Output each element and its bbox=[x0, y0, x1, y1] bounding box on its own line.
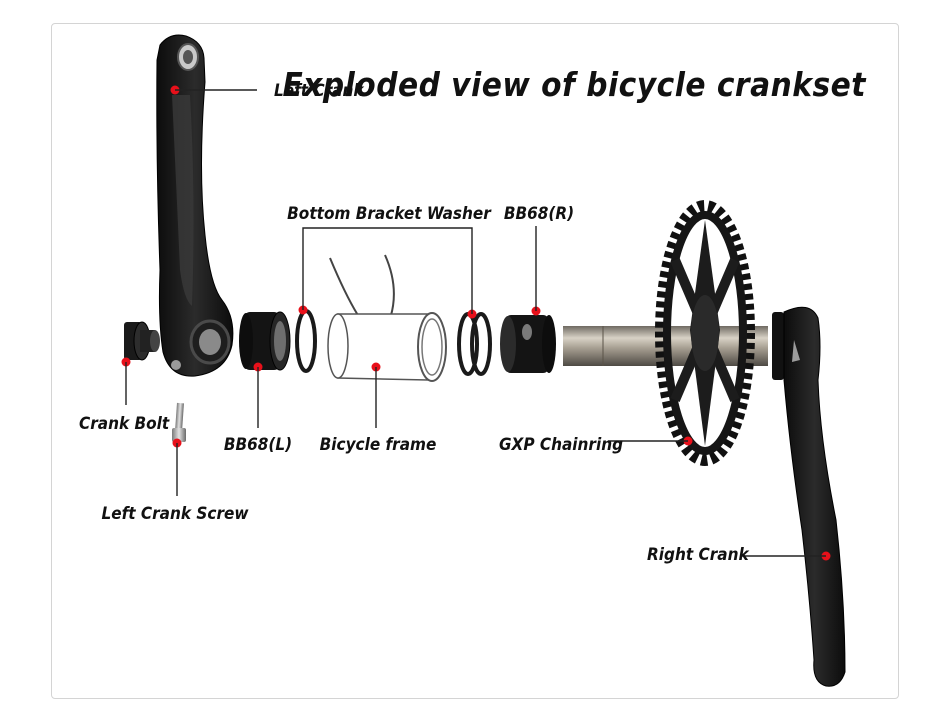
label-bottom-bracket-washer: Bottom Bracket Washer bbox=[287, 204, 492, 224]
bb-washer-left-part bbox=[295, 305, 317, 373]
diagram-title: Exploded view of bicycle crankset bbox=[282, 65, 867, 104]
leader-bb-washer bbox=[302, 227, 473, 314]
label-left-crank-screw: Left Crank Screw bbox=[102, 504, 250, 524]
bicycle-frame-part bbox=[327, 254, 447, 382]
label-bb68-left: BB68(L) bbox=[224, 435, 292, 455]
gxp-chainring-part bbox=[655, 200, 755, 466]
label-crank-bolt: Crank Bolt bbox=[79, 414, 170, 434]
bb-washer-right-part bbox=[457, 309, 492, 376]
left-crank-part bbox=[156, 34, 234, 377]
label-right-crank: Right Crank bbox=[647, 545, 749, 565]
label-left-crank: Left Crank bbox=[274, 81, 364, 101]
crank-bolt-part bbox=[121, 321, 160, 367]
left-crank-screw-part bbox=[172, 402, 186, 448]
right-crank-part bbox=[772, 306, 846, 687]
label-bicycle-frame: Bicycle frame bbox=[320, 435, 437, 455]
label-bb68-right: BB68(R) bbox=[504, 204, 574, 224]
label-gxp-chainring: GXP Chainring bbox=[499, 435, 623, 455]
leader-lines bbox=[125, 89, 826, 557]
bb68-right-part bbox=[500, 306, 556, 373]
diagram-frame bbox=[51, 23, 899, 699]
bb68-left-part bbox=[239, 311, 291, 372]
